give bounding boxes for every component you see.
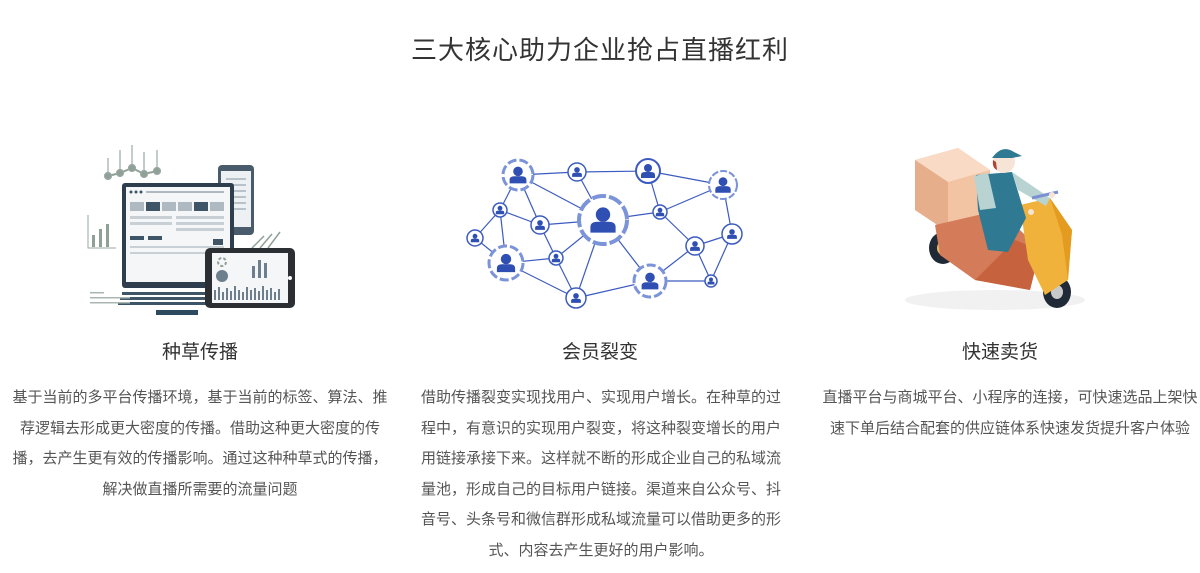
user-network-icon <box>466 158 743 309</box>
feature-columns: 种草传播 基于当前的多平台传播环境，基于当前的标签、算法、推荐逻辑去形成更大密度… <box>0 140 1200 570</box>
feature-description: 基于当前的多平台传播环境，基于当前的标签、算法、推荐逻辑去形成更大密度的传播。借… <box>12 388 388 498</box>
feature-description: 直播平台与商城平台、小程序的连接，可快速选品上架快速下单后结合配套的供应链体系快… <box>822 388 1198 437</box>
feature-card-membership: 会员裂变 借助传播裂变实现找用户、实现用户增长。在种草的过程中，有意识的实现用户… <box>400 140 800 570</box>
feature-title: 快速卖货 <box>961 341 1038 363</box>
section-title: 三大核心助力企业抢占直播红利 <box>410 36 789 66</box>
feature-title: 会员裂变 <box>561 341 638 363</box>
delivery-scooter-icon <box>905 148 1085 310</box>
devices-analytics-icon <box>87 145 295 315</box>
feature-description: 借助传播裂变实现找用户、实现用户增长。在种草的过程中，有意识的实现用户裂变，将这… <box>420 388 781 559</box>
feature-card-seeding: 种草传播 基于当前的多平台传播环境，基于当前的标签、算法、推荐逻辑去形成更大密度… <box>0 140 400 570</box>
feature-title: 种草传播 <box>161 341 238 363</box>
feature-card-fast-sales: 快速卖货 直播平台与商城平台、小程序的连接，可快速选品上架快速下单后结合配套的供… <box>800 140 1200 570</box>
